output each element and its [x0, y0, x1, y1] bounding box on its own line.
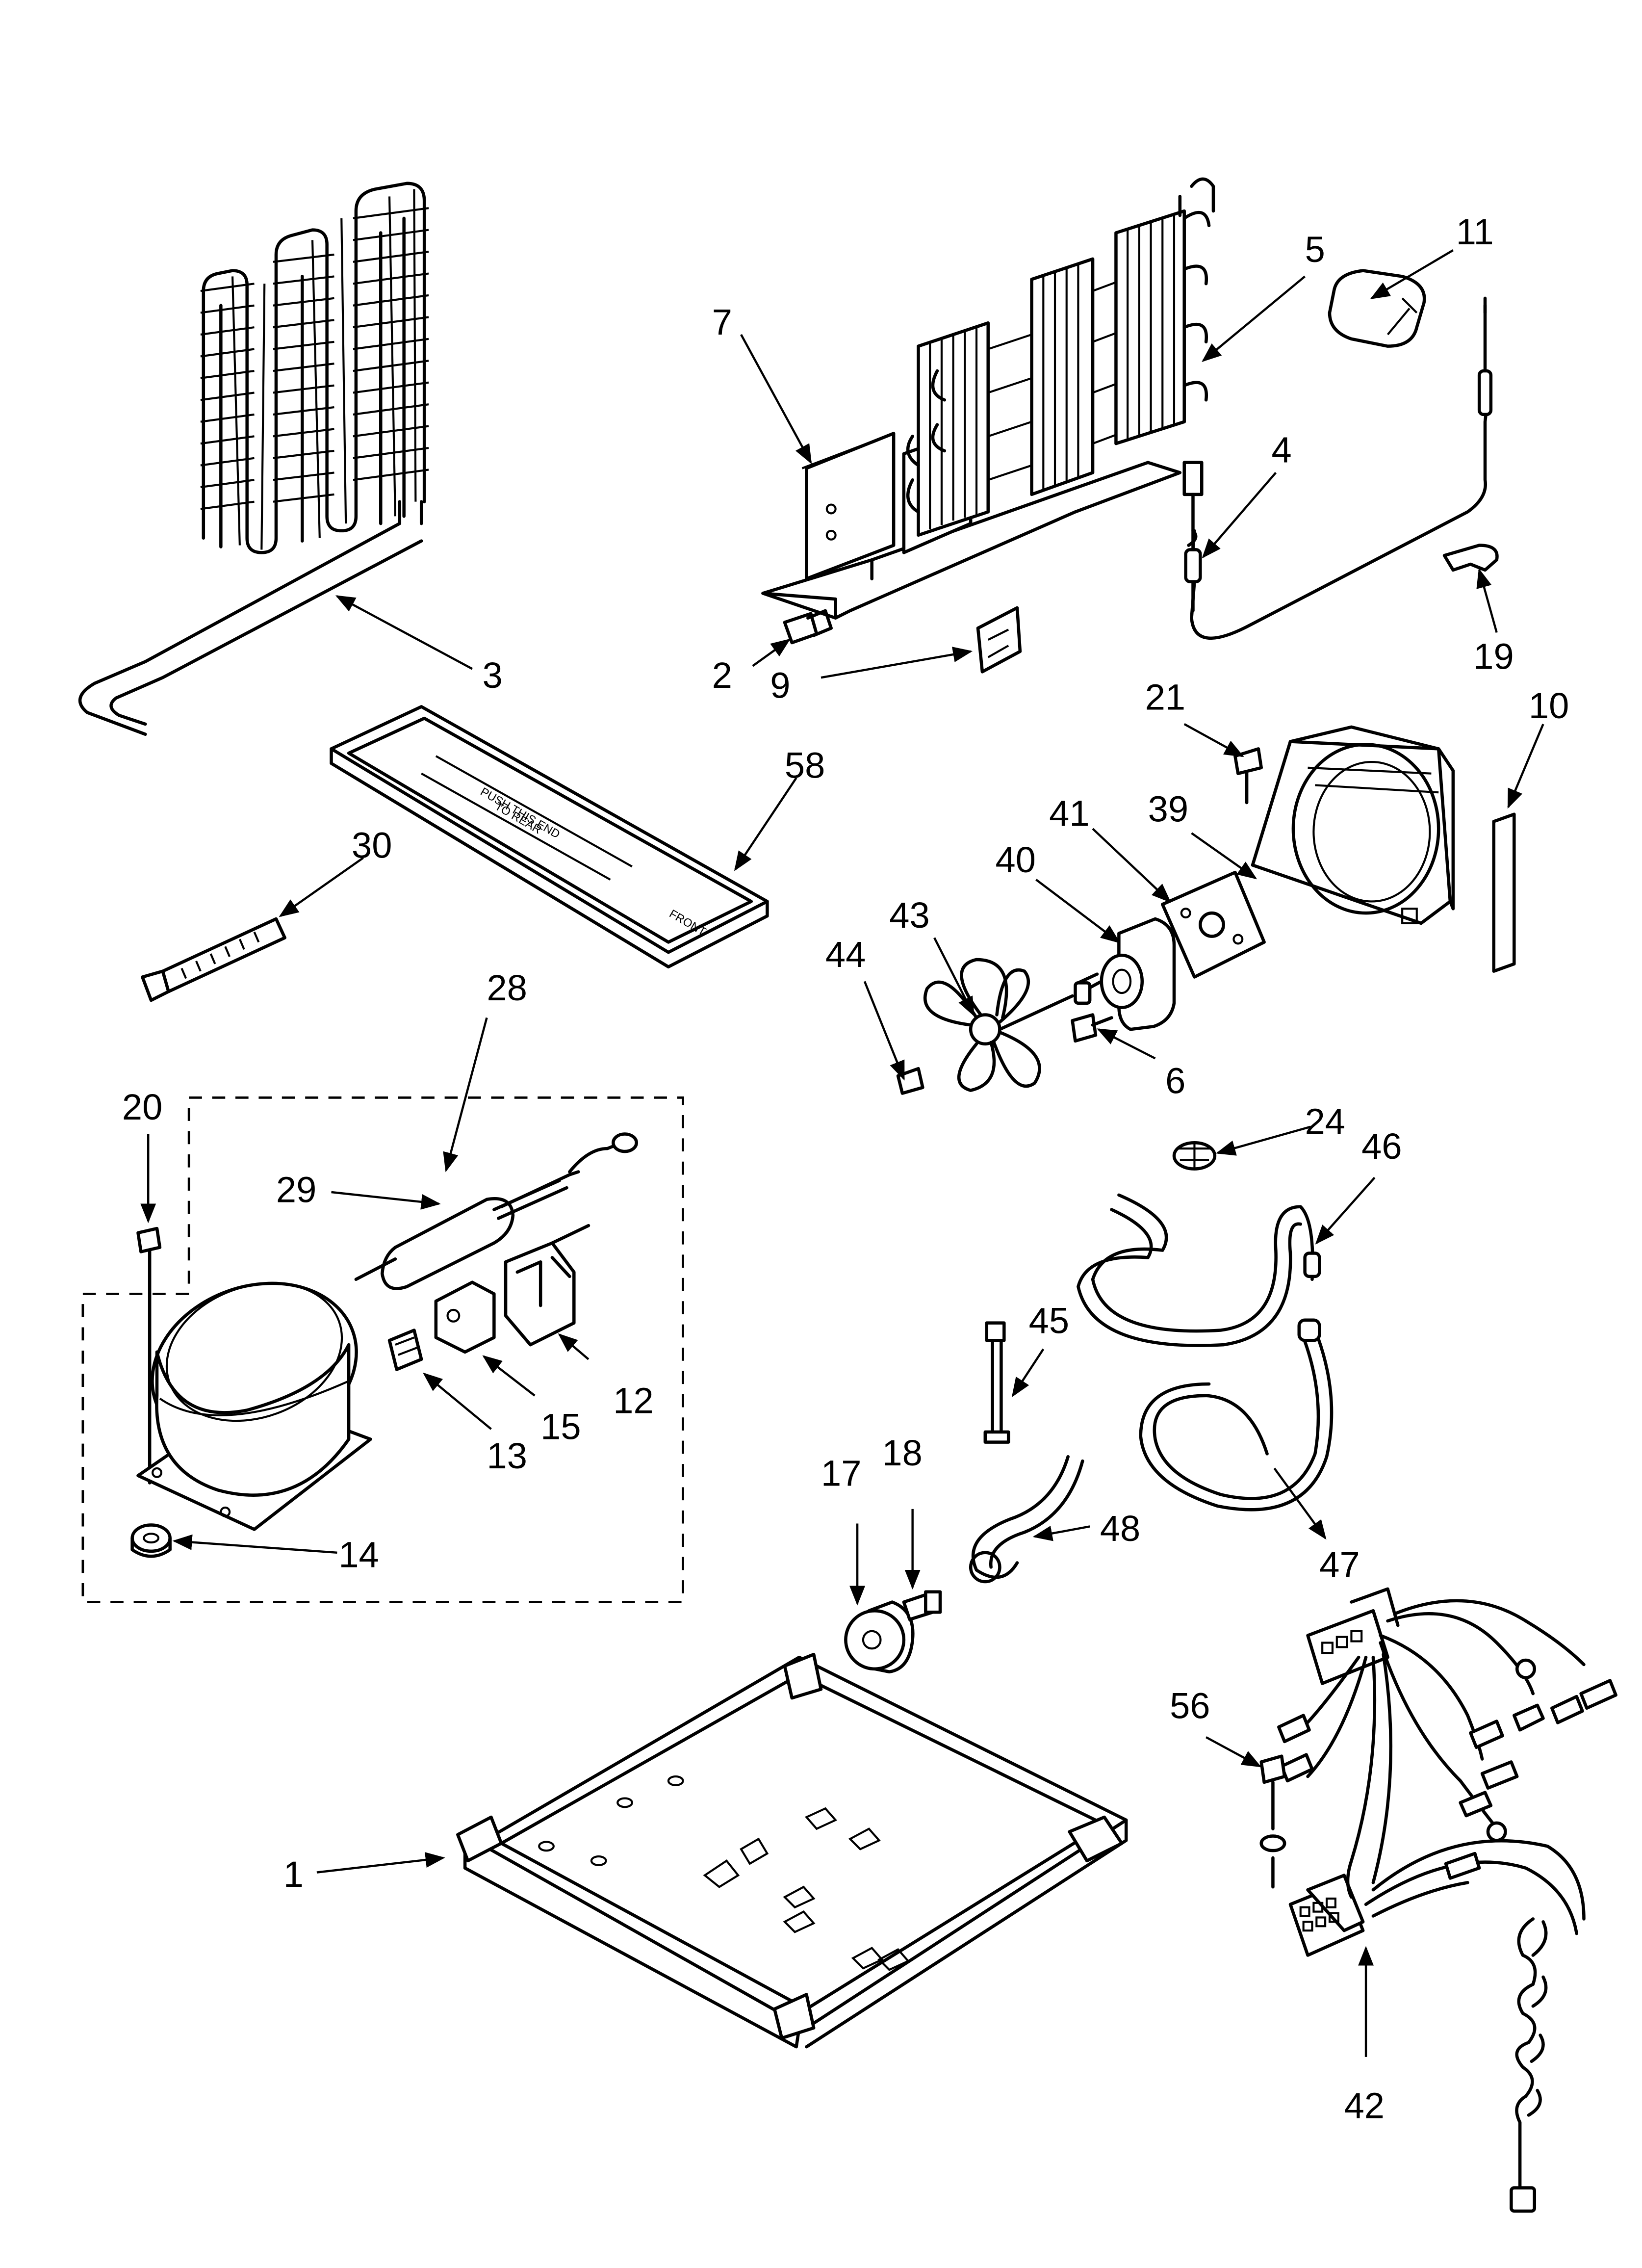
drain-pan: PUSH THIS END TO REAR FRONT: [330, 705, 769, 969]
overload-relay: [434, 1280, 496, 1354]
callout-29: 29: [276, 1170, 316, 1210]
base-pan: [456, 1652, 1128, 2049]
callout-39: 39: [1148, 788, 1188, 829]
callout-30: 30: [352, 825, 392, 866]
callout-46: 46: [1361, 1126, 1402, 1167]
drain-tube: [969, 1455, 1084, 1584]
roller-wheel: [844, 1600, 915, 1674]
compressor-screw: [136, 1226, 162, 1485]
motor-mount-plate: [1161, 870, 1266, 979]
mounting-clip: [976, 606, 1022, 674]
drain-hose-lower: [1139, 1318, 1334, 1512]
fan-blade: [923, 958, 1074, 1092]
compressor-grommet: [130, 1523, 172, 1558]
callout-45: 45: [1029, 1300, 1069, 1341]
fan-shroud: [1251, 725, 1455, 925]
thermostat-cover: [1328, 269, 1426, 348]
callout-48: 48: [1100, 1508, 1140, 1549]
callout-4: 4: [1271, 430, 1291, 470]
wire-harness: [1277, 1587, 1617, 2213]
fan-motor: [1074, 917, 1176, 1031]
thermistor-wire: [1182, 296, 1493, 640]
compressor: [136, 1281, 372, 1531]
callout-1: 1: [283, 1854, 304, 1895]
drain-hose-upper: [1077, 1193, 1321, 1347]
filter-drier: [354, 1132, 638, 1290]
ground-screw: [1259, 1754, 1286, 1889]
callout-41: 41: [1049, 793, 1089, 834]
callout-40: 40: [996, 839, 1036, 880]
compressor-kit-outline: [81, 1096, 684, 1603]
callout-11: 11: [1456, 211, 1494, 252]
terminal-clip: [387, 1329, 423, 1371]
callout-12: 12: [613, 1380, 653, 1421]
callout-9: 9: [770, 665, 790, 706]
wheel-axle: [902, 1590, 942, 1621]
callout-2: 2: [712, 655, 732, 696]
callout-17: 17: [821, 1453, 861, 1494]
callout-58: 58: [785, 745, 825, 786]
callout-44: 44: [825, 934, 866, 975]
callout-13: 13: [487, 1435, 527, 1476]
callout-10: 10: [1529, 685, 1569, 726]
evaporator-assembly: [761, 177, 1215, 620]
screw: [783, 609, 833, 645]
pin: [983, 1321, 1010, 1444]
callout-21: 21: [1145, 677, 1185, 717]
leader-lines: [140, 249, 1544, 2057]
callout-14: 14: [338, 1534, 379, 1575]
wire-clip: [1442, 544, 1499, 572]
callout-28: 28: [487, 967, 527, 1008]
callout-labels: 3 7 5 11 4 19 2 9 21 10 58 30 41 39 40 4…: [122, 211, 1569, 2126]
motor-screw: [1071, 1013, 1113, 1043]
callout-7: 7: [712, 302, 732, 342]
callout-56: 56: [1170, 1686, 1210, 1726]
gasket-strip: [1492, 812, 1516, 973]
callout-24: 24: [1305, 1101, 1345, 1142]
grommet: [1172, 1141, 1217, 1171]
shroud-screw: [1233, 747, 1263, 805]
cable-tie: [141, 917, 286, 1002]
callout-18: 18: [882, 1433, 922, 1473]
callout-20: 20: [122, 1087, 162, 1127]
callout-5: 5: [1305, 229, 1325, 270]
callout-15: 15: [540, 1407, 581, 1447]
callout-42: 42: [1344, 2085, 1385, 2126]
relay-cover: [504, 1224, 590, 1347]
callout-3: 3: [483, 655, 503, 696]
condenser-coil: [78, 182, 429, 736]
callout-19: 19: [1473, 636, 1514, 677]
callout-47: 47: [1319, 1544, 1360, 1585]
callout-43: 43: [889, 895, 929, 936]
callout-6: 6: [1165, 1061, 1185, 1101]
